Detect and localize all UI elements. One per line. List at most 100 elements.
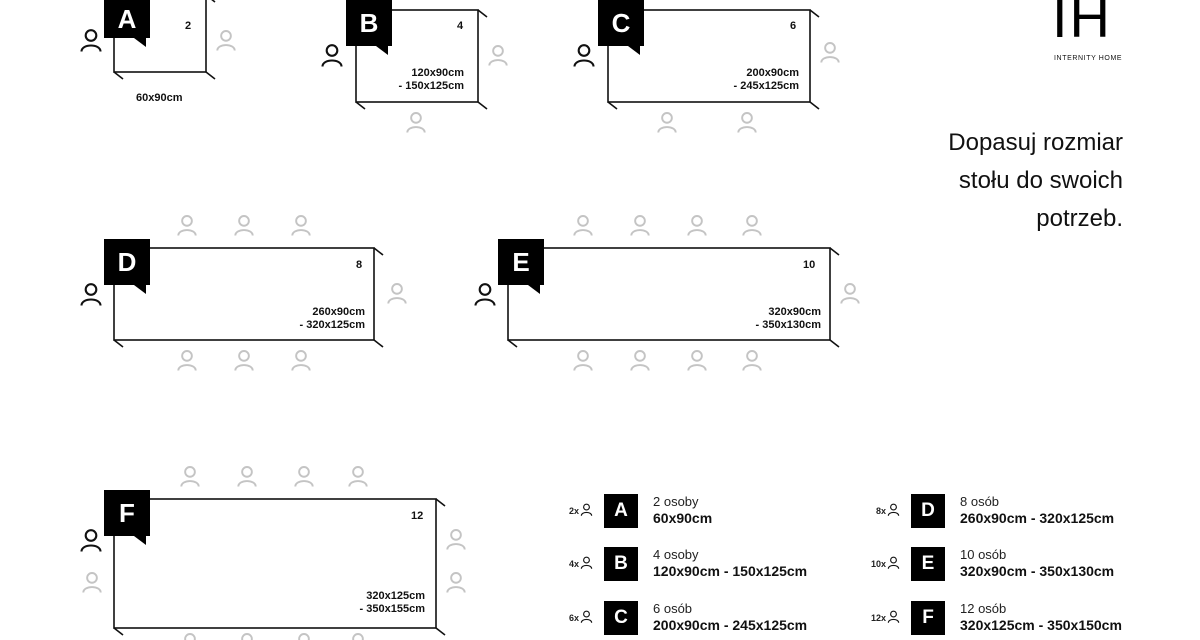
table-d-outline (113, 247, 375, 341)
table-b-leg (355, 101, 366, 110)
table-c-leg (809, 101, 820, 110)
table-b-size-max: - 150x125cm (398, 80, 464, 92)
person-icon (687, 215, 707, 236)
table-b-seats: 4 (457, 20, 464, 32)
legend-person-icon (580, 556, 593, 569)
legend-e-persons: 10 osób (960, 547, 1007, 562)
person-icon (291, 215, 311, 236)
legend-b-dims: 120x90cm - 150x125cm (653, 563, 808, 579)
person-icon (80, 283, 102, 306)
person-icon (406, 112, 426, 133)
table-tag-d: D (104, 239, 150, 285)
table-d-leg (373, 247, 384, 256)
person-icon (474, 283, 496, 306)
person-icon (348, 633, 368, 640)
legend-tag-e: E (911, 547, 945, 581)
person-icon (820, 42, 840, 63)
person-icon (180, 633, 200, 640)
person-icon (630, 350, 650, 371)
legend-a-persons: 2 osoby (653, 494, 699, 509)
table-c-outline (607, 9, 811, 103)
legend-d-multiplier: 8x (876, 506, 887, 516)
table-d-leg (373, 339, 384, 348)
person-icon (742, 215, 762, 236)
legend-d-dims: 260x90cm - 320x125cm (960, 510, 1115, 526)
legend-a-multiplier: 2x (569, 506, 580, 516)
table-c-size-max: - 245x125cm (733, 80, 799, 92)
table-e-leg (829, 247, 840, 256)
table-a-tag-notch (134, 38, 146, 47)
legend-e-dims: 320x90cm - 350x130cm (960, 563, 1115, 579)
table-e-size-max: - 350x130cm (755, 319, 821, 331)
table-e-size-min: 320x90cm (768, 306, 821, 318)
table-tag-a: A (104, 0, 150, 38)
legend-person-icon (887, 503, 900, 516)
table-f-leg (113, 627, 124, 636)
legend-person-icon (887, 556, 900, 569)
table-c-seats: 6 (790, 20, 797, 32)
legend-b-multiplier: 4x (569, 559, 580, 569)
person-icon (80, 29, 102, 52)
legend-tag-a: A (604, 494, 638, 528)
table-d-seats: 8 (356, 259, 363, 271)
person-icon (573, 44, 595, 67)
table-c-size-min: 200x90cm (746, 67, 799, 79)
table-f-size-min: 320x125cm (366, 590, 425, 602)
table-c-leg (607, 101, 618, 110)
table-c-tag-notch (628, 46, 640, 55)
legend-person-icon (580, 610, 593, 623)
person-icon (180, 466, 200, 487)
table-e-seats: 10 (803, 259, 816, 271)
legend-tag-f: F (911, 601, 945, 635)
person-icon (687, 350, 707, 371)
table-e-leg (829, 339, 840, 348)
table-d-tag-notch (134, 285, 146, 294)
table-tag-b: B (346, 0, 392, 46)
person-icon (294, 466, 314, 487)
table-a-leg (113, 71, 124, 80)
table-b-tag-notch (376, 46, 388, 55)
person-icon (488, 45, 508, 66)
table-e-outline (507, 247, 831, 341)
table-d-size-max: - 320x125cm (299, 319, 365, 331)
person-icon (446, 529, 466, 550)
table-b-size-min: 120x90cm (411, 67, 464, 79)
legend-tag-d: D (911, 494, 945, 528)
person-icon (742, 350, 762, 371)
legend-c-dims: 200x90cm - 245x125cm (653, 617, 808, 633)
person-icon (446, 572, 466, 593)
table-e-tag-notch (528, 285, 540, 294)
person-icon (234, 215, 254, 236)
person-icon (573, 350, 593, 371)
table-f-leg (435, 498, 446, 507)
legend-f-persons: 12 osób (960, 601, 1007, 616)
person-icon (840, 283, 860, 304)
person-icon (321, 44, 343, 67)
table-f-seats: 12 (411, 510, 424, 522)
person-icon (291, 350, 311, 371)
legend-tag-b: B (604, 547, 638, 581)
person-icon (82, 572, 102, 593)
table-c-leg (809, 9, 820, 18)
table-tag-f: F (104, 490, 150, 536)
table-f-size-max: - 350x155cm (359, 603, 425, 615)
legend-c-persons: 6 osób (653, 601, 693, 616)
table-tag-e: E (498, 239, 544, 285)
person-icon (237, 466, 257, 487)
table-a-leg (205, 71, 216, 80)
brand-name: INTERNITY HOME (1054, 55, 1123, 62)
person-icon (657, 112, 677, 133)
legend-a-dims: 60x90cm (653, 510, 713, 526)
table-a-leg (211, 0, 216, 3)
person-icon (630, 215, 650, 236)
legend-person-icon (887, 610, 900, 623)
person-icon (177, 215, 197, 236)
legend-f-multiplier: 12x (871, 613, 887, 623)
table-a-size: 60x90cm (136, 92, 183, 104)
person-icon (216, 30, 236, 51)
legend-d-persons: 8 osób (960, 494, 1000, 509)
person-icon (573, 215, 593, 236)
table-f-tag-notch (134, 536, 146, 545)
